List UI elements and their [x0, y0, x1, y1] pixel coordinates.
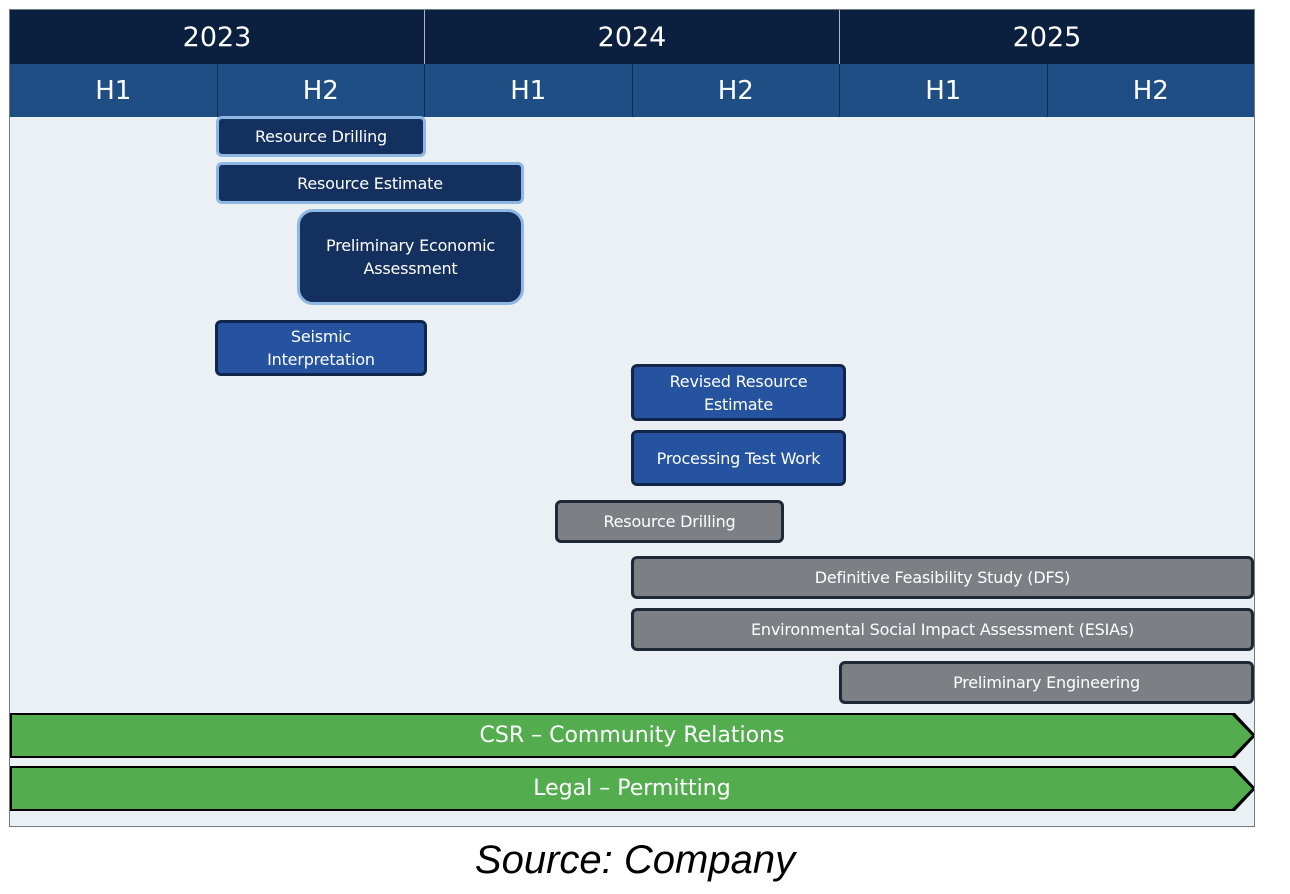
stream-csr-arrow: CSR – Community Relations: [10, 713, 1254, 758]
task-processing-test-work: Processing Test Work: [631, 430, 846, 486]
task-seismic-interpretation: Seismic Interpretation: [215, 320, 427, 376]
half-2025-h1: H1: [840, 64, 1048, 117]
year-2025-header: 2025: [1012, 21, 1082, 53]
task-preliminary-economic-assessment: Preliminary Economic Assessment: [297, 209, 524, 305]
half-year-header-row: H1 H2 H1 H2 H1 H2: [10, 64, 1254, 117]
task-preliminary-engineering: Preliminary Engineering: [839, 661, 1254, 704]
source-caption: Source: Company: [474, 838, 796, 882]
half-2023-h2: H2: [218, 64, 425, 117]
half-2024-h2: H2: [633, 64, 840, 117]
task-definitive-feasibility-study: Definitive Feasibility Study (DFS): [631, 556, 1254, 599]
task-environmental-social-impact-assessment: Environmental Social Impact Assessment (…: [631, 608, 1254, 651]
half-2024-h1: H1: [425, 64, 633, 117]
task-resource-drilling-2023: Resource Drilling: [216, 116, 426, 157]
task-revised-resource-estimate: Revised Resource Estimate: [631, 364, 846, 421]
task-resource-drilling-2024: Resource Drilling: [555, 500, 784, 543]
half-2023-h1: H1: [10, 64, 218, 117]
task-resource-estimate: Resource Estimate: [216, 162, 524, 204]
gantt-chart: 2023 2024 2025 H1 H2 H1 H2 H1 H2 Resourc…: [9, 9, 1255, 827]
stream-legal-label: Legal – Permitting: [12, 768, 1252, 809]
year-2024-header: 2024: [425, 10, 840, 64]
stream-legal-arrow: Legal – Permitting: [10, 766, 1254, 811]
year-header-row: 2023 2024 2025: [10, 10, 1254, 64]
half-2025-h2: H2: [1132, 75, 1169, 106]
stream-csr-label: CSR – Community Relations: [12, 715, 1252, 756]
year-2023-header: 2023: [10, 10, 425, 64]
